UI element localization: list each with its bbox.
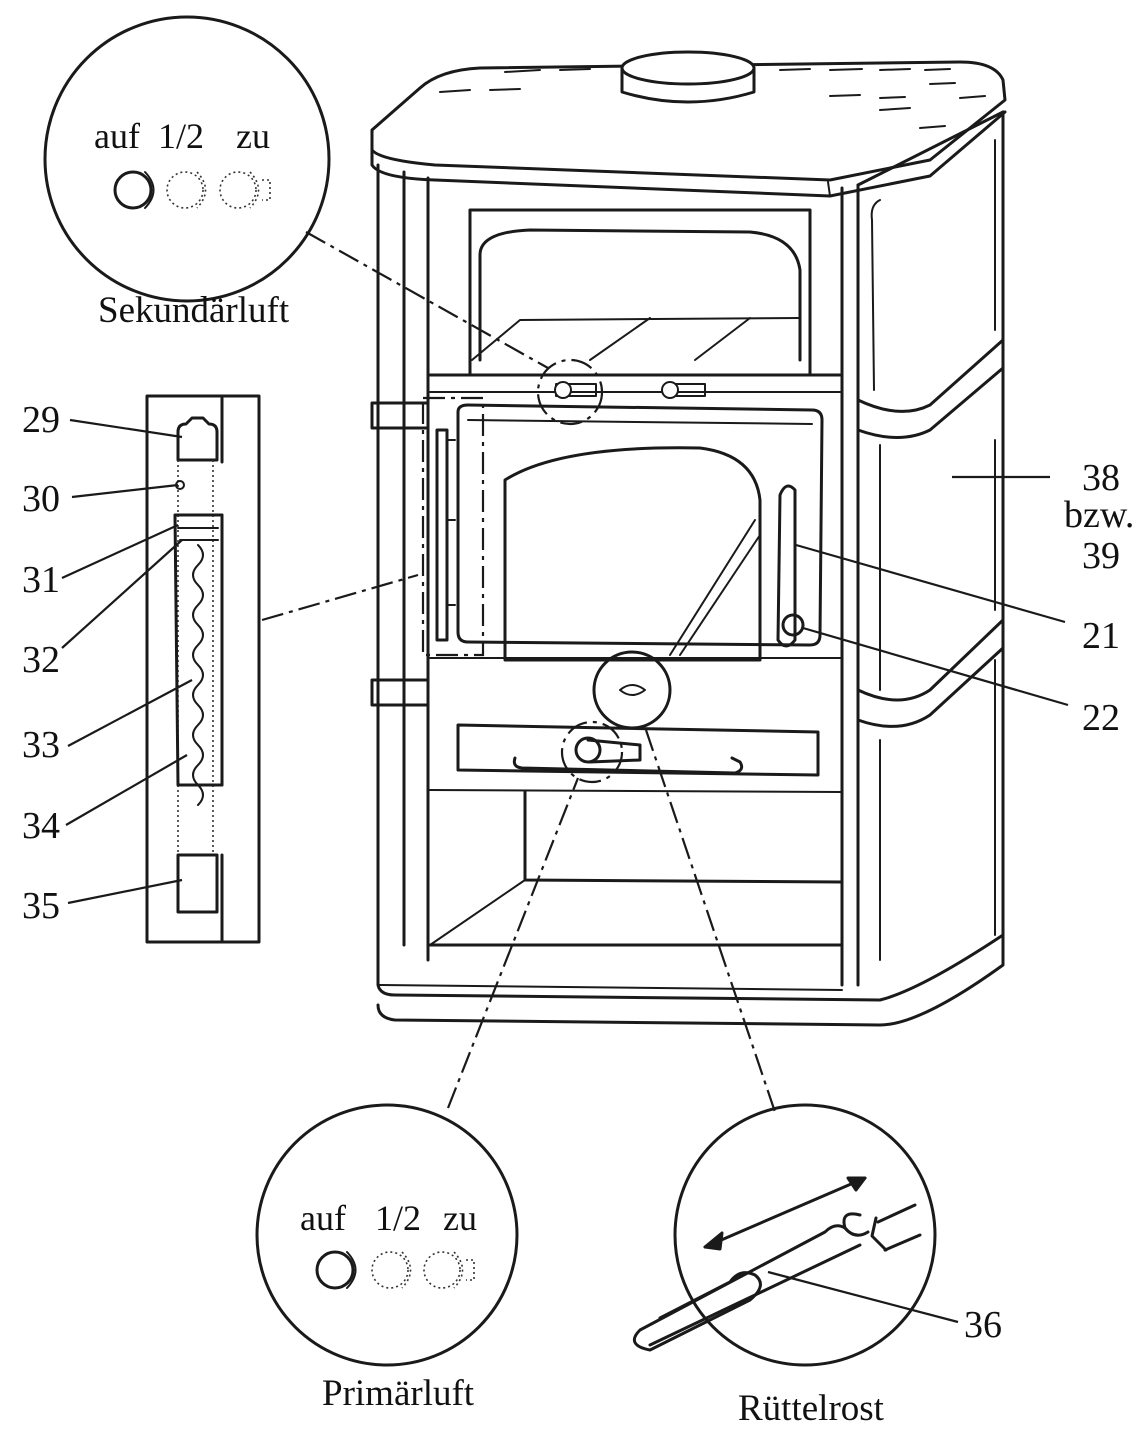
primary-air-pos-open: auf xyxy=(300,1198,346,1238)
primary-air-label: Primärluft xyxy=(322,1373,475,1414)
shaker-grate-callout: 36 Rüttelrost xyxy=(632,729,1002,1429)
part-number-30: 30 xyxy=(22,478,60,520)
stove-body xyxy=(370,50,1007,1027)
primary-air-pos-closed: zu xyxy=(443,1198,477,1238)
secondary-air-callout: auf 1/2 zu Sekundärluft xyxy=(43,15,604,426)
secondary-air-pos-half: 1/2 xyxy=(158,116,204,156)
part-number-32: 32 xyxy=(22,639,60,681)
shaker-grate-label: Rüttelrost xyxy=(738,1388,885,1429)
stove-part-labels: 38 bzw. 39 21 22 xyxy=(795,457,1134,739)
secondary-air-slider xyxy=(554,381,706,399)
secondary-air-knob-icon xyxy=(113,170,271,210)
ash-door xyxy=(456,650,820,777)
part-number-36: 36 xyxy=(964,1304,1002,1346)
secondary-air-label: Sekundärluft xyxy=(98,290,290,331)
part-number-22: 22 xyxy=(1082,697,1120,739)
primary-air-pos-half: 1/2 xyxy=(375,1198,421,1238)
primary-air-knob-icon xyxy=(315,1250,475,1290)
primary-air-callout: auf 1/2 zu Primärluft xyxy=(255,720,624,1414)
fire-door xyxy=(435,403,824,662)
part-number-33: 33 xyxy=(22,724,60,766)
secondary-air-pos-closed: zu xyxy=(236,116,270,156)
part-number-35: 35 xyxy=(22,885,60,927)
top-vent-slots xyxy=(439,68,986,129)
part-number-21: 21 xyxy=(1082,615,1120,657)
hinge-leaders xyxy=(61,418,193,905)
part-number-34: 34 xyxy=(22,805,60,847)
part-number-29: 29 xyxy=(22,399,60,441)
part-number-39: 39 xyxy=(1082,535,1120,577)
part-number-31: 31 xyxy=(22,559,60,601)
secondary-air-pos-open: auf xyxy=(94,116,140,156)
hinge-part-labels: 29 30 31 32 33 34 35 xyxy=(22,399,60,927)
hinge-detail xyxy=(145,394,261,944)
shaker-grate-detail xyxy=(632,1176,922,1352)
part-connector-bzw: bzw. xyxy=(1064,494,1134,536)
part-number-38: 38 xyxy=(1082,457,1120,499)
